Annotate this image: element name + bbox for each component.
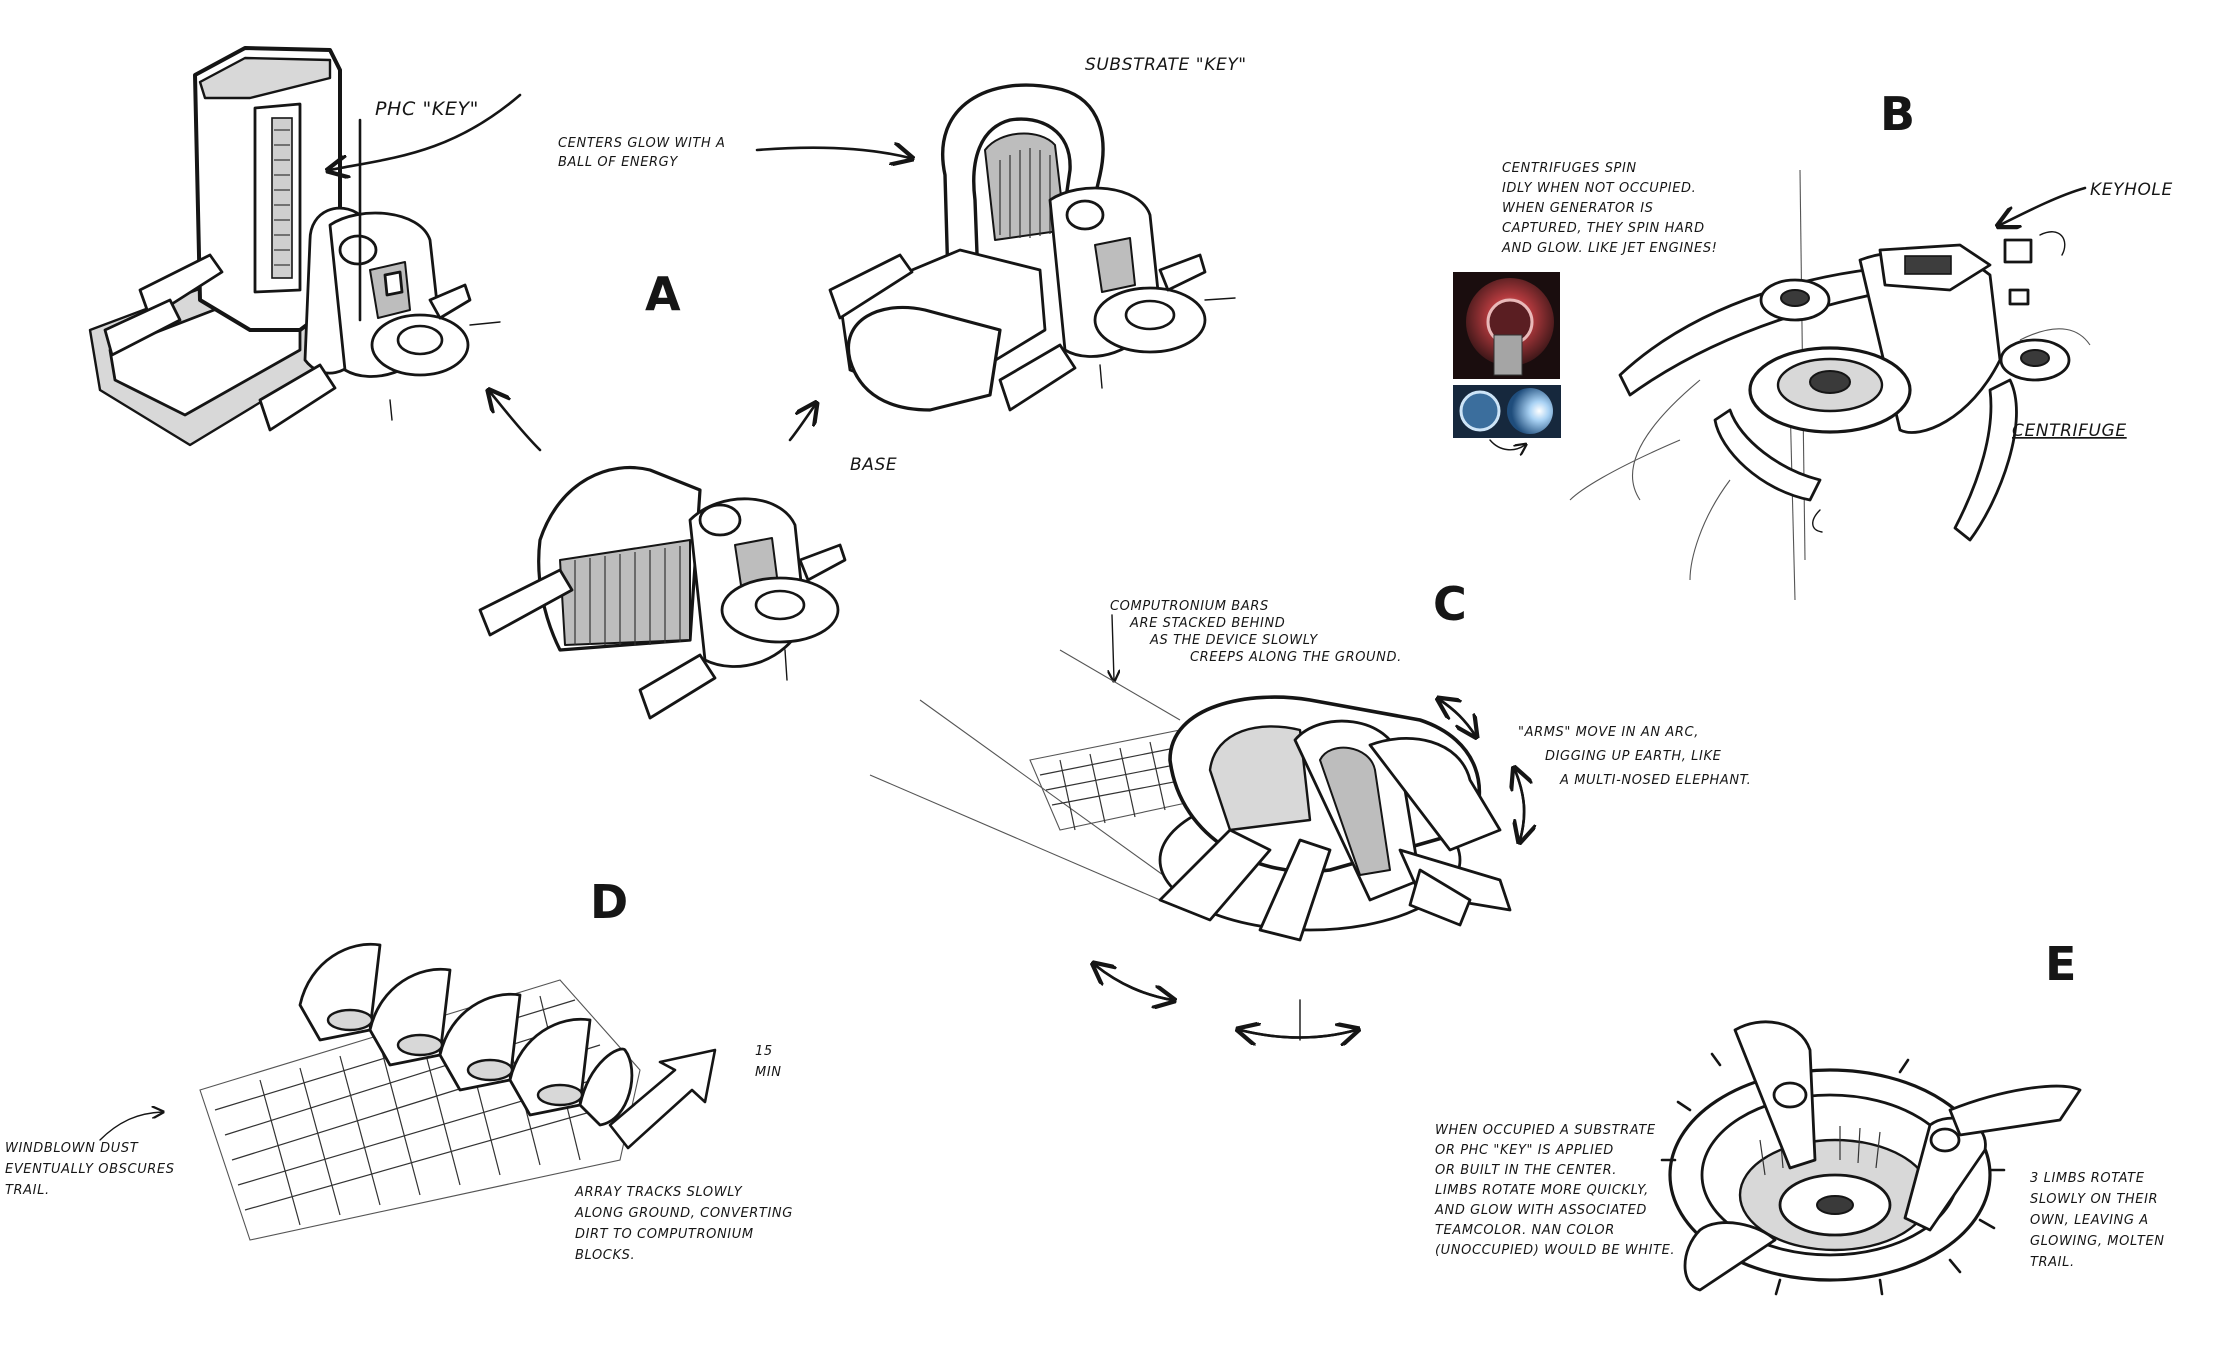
windblown-arrow — [99, 1112, 162, 1141]
note-limbs-line: GLOWING, MOLTEN — [2030, 1234, 2165, 1249]
keyhole-arrow — [2000, 186, 2087, 225]
note-arms-move: "ARMS" MOVE IN AN ARC, DIGGING UP EARTH,… — [1518, 725, 1751, 788]
note-three-limbs: 3 LIMBS ROTATE SLOWLY ON THEIR OWN, LEAV… — [2030, 1171, 2165, 1270]
blue-centrifuge-reference-image — [1453, 385, 1561, 438]
note-array-tracks: ARRAY TRACKS SLOWLY ALONG GROUND, CONVER… — [574, 1185, 793, 1263]
note-arms-line: A MULTI-NOSED ELEPHANT. — [1559, 773, 1751, 788]
section-letter-c: C — [1433, 577, 1467, 631]
note-occupied-line: OR PHC "KEY" IS APPLIED — [1435, 1143, 1614, 1158]
note-limbs-line: SLOWLY ON THEIR — [2030, 1192, 2158, 1207]
section-letter-a: A — [645, 267, 681, 321]
substrate-key-sketch — [828, 83, 1236, 412]
note-centrifuges-line: AND GLOW. LIKE JET ENGINES! — [1501, 241, 1718, 256]
note-windblown-line: EVENTUALLY OBSCURES — [5, 1162, 175, 1177]
note-array-line: DIRT TO COMPUTRONIUM — [575, 1227, 754, 1242]
note-centrifuges-line: CAPTURED, THEY SPIN HARD — [1502, 221, 1705, 236]
section-letter-d: D — [590, 875, 628, 929]
note-occupied-line: AND GLOW WITH ASSOCIATED — [1434, 1203, 1647, 1218]
note-occupied-line: (UNOCCUPIED) WOULD BE WHITE. — [1435, 1243, 1675, 1258]
note-centers-glow: CENTERS GLOW WITH A BALL OF ENERGY — [558, 136, 726, 170]
note-array-line: BLOCKS. — [575, 1248, 635, 1263]
note-computronium-line: CREEPS ALONG THE GROUND. — [1190, 650, 1402, 665]
section-letter-b: B — [1880, 87, 1915, 141]
base-label: BASE — [850, 455, 897, 475]
red-centrifuge-reference-image — [1453, 272, 1560, 379]
note-windblown-dust: WINDBLOWN DUST EVENTUALLY OBSCURES TRAIL… — [5, 1141, 175, 1198]
note-windblown-line: TRAIL. — [5, 1183, 50, 1198]
note-centers-glow-line: CENTERS GLOW WITH A — [558, 136, 726, 151]
computronium-array-sketch — [199, 942, 717, 1241]
note-limbs-line: 3 LIMBS ROTATE — [2030, 1171, 2145, 1186]
note-occupied-line: WHEN OCCUPIED A SUBSTRATE — [1435, 1123, 1656, 1138]
three-limb-generator-sketch — [1660, 1020, 2082, 1296]
note-arms-line: DIGGING UP EARTH, LIKE — [1545, 749, 1722, 764]
note-centrifuges-spin: CENTRIFUGES SPIN IDLY WHEN NOT OCCUPIED.… — [1501, 161, 1718, 256]
centrifuge-sketch — [1569, 169, 2091, 601]
base-sketch — [478, 465, 847, 720]
reference-arrow — [1489, 439, 1525, 450]
substrate-key-label: SUBSTRATE "KEY" — [1085, 55, 1247, 75]
note-when-occupied: WHEN OCCUPIED A SUBSTRATE OR PHC "KEY" I… — [1434, 1123, 1675, 1258]
keyhole-label: KEYHOLE — [2090, 180, 2173, 200]
note-limbs-line: OWN, LEAVING A — [2030, 1213, 2149, 1228]
note-centrifuges-line: WHEN GENERATOR IS — [1502, 201, 1654, 216]
note-computronium-line: COMPUTRONIUM BARS — [1110, 599, 1269, 614]
note-computronium-line: ARE STACKED BEHIND — [1129, 616, 1285, 631]
note-computronium-bars: COMPUTRONIUM BARS ARE STACKED BEHIND AS … — [1110, 599, 1402, 665]
centrifuge-label: CENTRIFUGE — [2012, 421, 2127, 441]
note-array-line: ALONG GROUND, CONVERTING — [574, 1206, 793, 1221]
note-limbs-line: TRAIL. — [2030, 1255, 2075, 1270]
note-centers-glow-line: BALL OF ENERGY — [558, 155, 678, 170]
note-centrifuges-line: IDLY WHEN NOT OCCUPIED. — [1502, 181, 1696, 196]
digger-sketch — [869, 649, 1524, 1040]
section-letter-e: E — [2045, 937, 2076, 991]
phc-key-label: PHC "KEY" — [375, 98, 479, 120]
note-array-line: ARRAY TRACKS SLOWLY — [574, 1185, 743, 1200]
computronium-arrow — [1112, 614, 1114, 680]
phc-key-sketch — [88, 46, 501, 447]
note-centrifuges-line: CENTRIFUGES SPIN — [1502, 161, 1637, 176]
a-arrows — [330, 93, 910, 452]
note-windblown-line: WINDBLOWN DUST — [5, 1141, 139, 1156]
note-occupied-line: OR BUILT IN THE CENTER. — [1435, 1163, 1617, 1178]
note-occupied-line: LIMBS ROTATE MORE QUICKLY, — [1435, 1183, 1649, 1198]
duration-number: 15 — [755, 1044, 773, 1059]
duration-unit: MIN — [755, 1065, 782, 1080]
note-occupied-line: TEAMCOLOR. NAN COLOR — [1435, 1223, 1615, 1238]
note-arms-line: "ARMS" MOVE IN AN ARC, — [1518, 725, 1699, 740]
note-computronium-line: AS THE DEVICE SLOWLY — [1149, 633, 1318, 648]
